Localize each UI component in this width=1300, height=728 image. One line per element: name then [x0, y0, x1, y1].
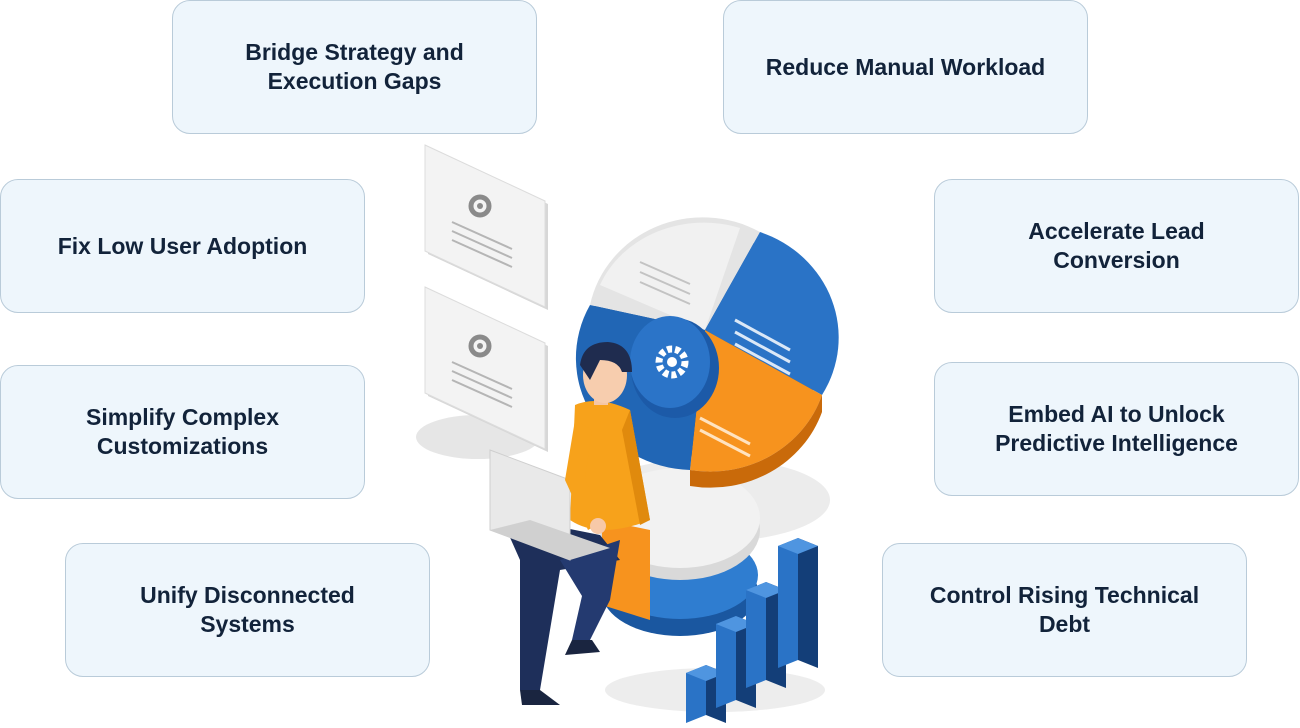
challenge-card-accelerate-lead-conversion: Accelerate Lead Conversion — [934, 179, 1299, 313]
challenge-card-embed-ai: Embed AI to Unlock Predictive Intelligen… — [934, 362, 1299, 496]
challenge-card-label: Unify Disconnected Systems — [140, 582, 355, 637]
challenge-card-bridge-strategy: Bridge Strategy and Execution Gaps — [172, 0, 537, 134]
floating-settings-document-icon — [424, 286, 548, 452]
challenge-card-unify-systems: Unify Disconnected Systems — [65, 543, 430, 677]
challenge-card-fix-low-user-adoption: Fix Low User Adoption — [0, 179, 365, 313]
crm-analytics-illustration — [416, 144, 839, 723]
challenge-card-label: Bridge Strategy and Execution Gaps — [245, 39, 464, 94]
3d-bar-chart-icon — [686, 538, 818, 723]
challenge-card-control-technical-debt: Control Rising Technical Debt — [882, 543, 1247, 677]
3d-pie-chart-icon — [575, 217, 839, 488]
challenge-card-label: Embed AI to Unlock Predictive Intelligen… — [995, 401, 1238, 456]
person-with-laptop-icon — [489, 342, 650, 705]
floating-settings-document-icon — [424, 144, 548, 310]
challenge-card-label: Fix Low User Adoption — [57, 232, 308, 259]
challenge-card-label: Control Rising Technical Debt — [929, 582, 1200, 637]
challenge-card-label: Simplify Complex Customizations — [86, 404, 279, 459]
challenge-card-simplify-customizations: Simplify Complex Customizations — [0, 365, 365, 499]
challenge-card-label: Reduce Manual Workload — [765, 53, 1046, 80]
challenge-card-label: Accelerate Lead Conversion — [1028, 218, 1205, 273]
challenge-card-reduce-manual-workload: Reduce Manual Workload — [723, 0, 1088, 134]
